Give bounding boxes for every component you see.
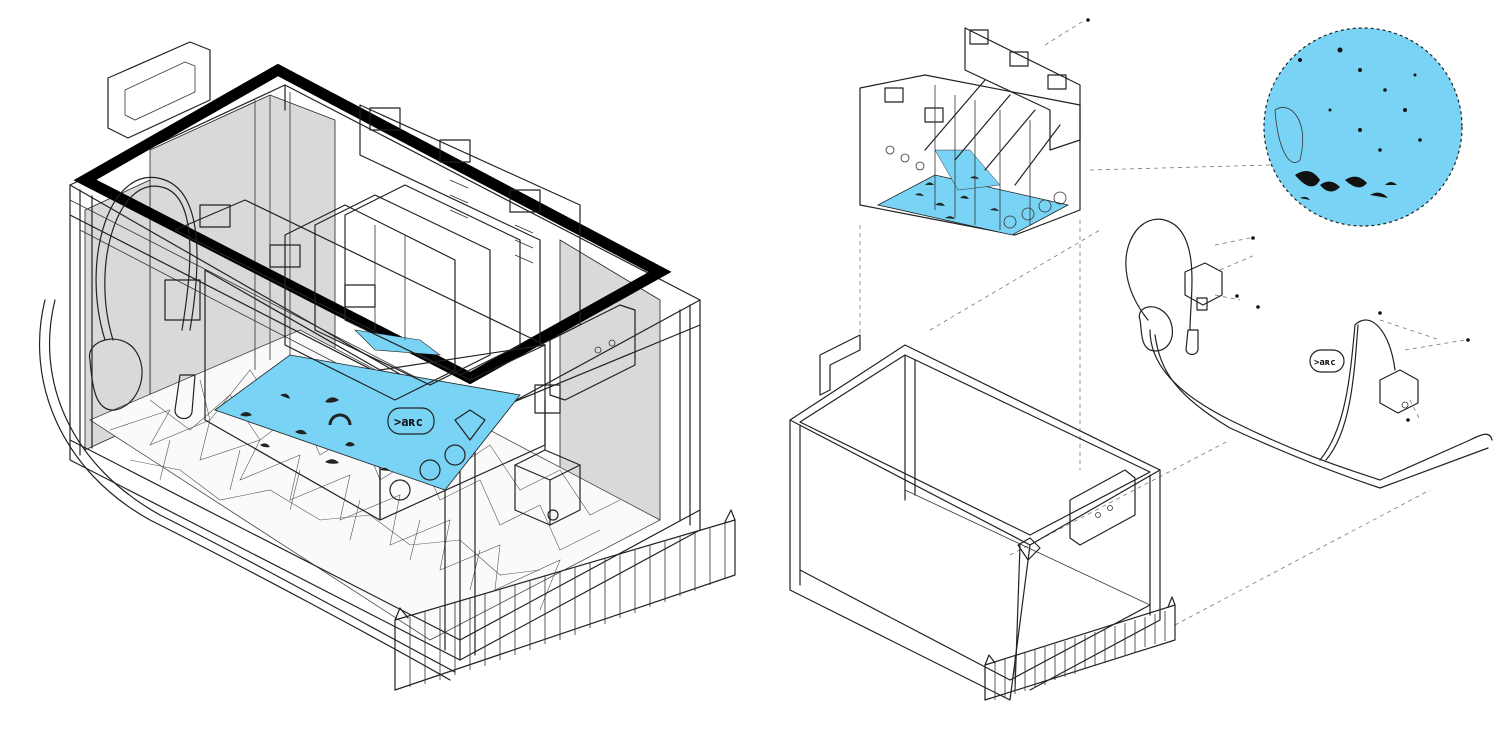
air-hose [38,177,456,681]
logo-text: >aʀc [394,415,423,429]
air-pump-box [514,384,581,526]
exploded-fence [984,596,1176,701]
exploded-logo-badge: >aʀc [1309,349,1345,373]
filter-tank-module: >aʀc [174,104,581,521]
filter-cartridges [284,184,521,501]
exploded-logo-text: >aʀc [1314,358,1336,368]
exploded-hose-system: >aʀc [1125,218,1493,489]
back-rack-panel [199,104,581,346]
planter-fence [394,509,736,691]
side-handle [454,304,636,441]
assembled-habitat-view: >aʀc [38,41,736,691]
logo-badge: >aʀc [387,407,435,435]
microbe-magnifier [1263,27,1463,227]
exploded-frame [789,334,1161,701]
exploded-tank-module [859,27,1081,236]
back-handle [107,41,211,139]
exploded-water [876,174,1070,236]
air-pump-pendant [89,279,201,420]
exploded-view: >aʀc [789,18,1493,701]
top-frame-highlight [73,63,672,385]
water-volume [214,354,521,491]
